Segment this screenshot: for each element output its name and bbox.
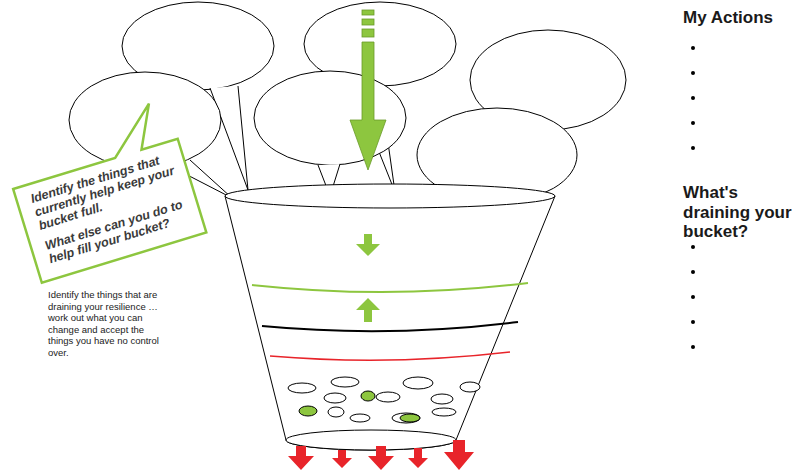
level-arrows	[356, 234, 380, 322]
callout-box: Identify the things that currently help …	[10, 127, 207, 282]
section-heading: What's draining your bucket?	[683, 183, 803, 242]
instruction-note: Identify the things that are draining yo…	[48, 289, 160, 358]
inflow-arrow	[350, 10, 386, 170]
drain-arrows	[288, 440, 474, 470]
section-heading: My Actions	[683, 8, 803, 28]
bucket	[225, 184, 555, 450]
